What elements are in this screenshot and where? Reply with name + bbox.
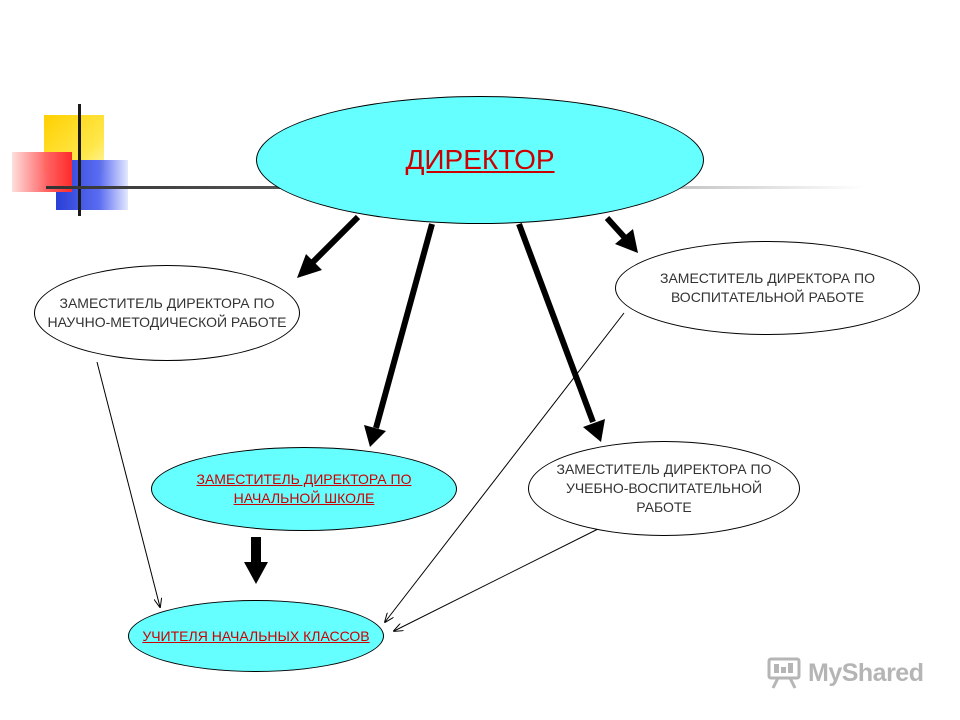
thick-arrowhead-primary bbox=[364, 425, 386, 447]
block-arrow-shaft bbox=[251, 537, 261, 562]
thick-arrow-to-upbringing bbox=[604, 215, 629, 242]
node-deputy-primary[interactable]: ЗАМЕСТИТЕЛЬ ДИРЕКТОРА ПО НАЧАЛЬНОЙ ШКОЛЕ bbox=[151, 447, 457, 531]
decor-vertical-line bbox=[78, 104, 81, 216]
thick-arrow-to-primary bbox=[373, 223, 435, 429]
thick-arrowhead-upbringing bbox=[615, 229, 638, 253]
teachers-label[interactable]: УЧИТЕЛЯ НАЧАЛЬНЫХ КЛАССОВ bbox=[142, 627, 370, 644]
watermark-brand: MyShared bbox=[808, 658, 924, 687]
thick-arrowhead-educational bbox=[583, 419, 605, 442]
block-arrow-head bbox=[244, 562, 268, 584]
presentation-board-icon bbox=[767, 657, 801, 689]
node-deputy-upbringing: ЗАМЕСТИТЕЛЬ ДИРЕКТОРА ПО ВОСПИТАТЕЛЬНОЙ … bbox=[615, 241, 920, 335]
deputy-upbringing-label: ЗАМЕСТИТЕЛЬ ДИРЕКТОРА ПО ВОСПИТАТЕЛЬНОЙ … bbox=[660, 270, 875, 305]
director-label[interactable]: ДИРЕКТОР bbox=[405, 144, 555, 175]
node-teachers[interactable]: УЧИТЕЛЯ НАЧАЛЬНЫХ КЛАССОВ bbox=[128, 600, 384, 672]
node-deputy-educational: ЗАМЕСТИТЕЛЬ ДИРЕКТОРА ПО УЧЕБНО-ВОСПИТАТ… bbox=[528, 441, 800, 536]
deputy-science-label: ЗАМЕСТИТЕЛЬ ДИРЕКТОРА ПО НАУЧНО-МЕТОДИЧЕ… bbox=[47, 295, 287, 330]
decor-red-square bbox=[12, 152, 72, 192]
node-deputy-science: ЗАМЕСТИТЕЛЬ ДИРЕКТОРА ПО НАУЧНО-МЕТОДИЧЕ… bbox=[34, 265, 300, 361]
node-director[interactable]: ДИРЕКТОР bbox=[256, 96, 704, 224]
thick-arrowhead-science bbox=[297, 254, 322, 278]
thin-arrow-educational-to-teachers bbox=[394, 527, 601, 631]
thin-arrow-upbringing-to-teachers bbox=[385, 312, 625, 622]
watermark: MyShared bbox=[766, 656, 924, 690]
thick-arrow-to-educational bbox=[516, 222, 596, 424]
deputy-educational-label: ЗАМЕСТИТЕЛЬ ДИРЕКТОРА ПО УЧЕБНО-ВОСПИТАТ… bbox=[556, 461, 772, 515]
deputy-primary-label[interactable]: ЗАМЕСТИТЕЛЬ ДИРЕКТОРА ПО НАЧАЛЬНОЙ ШКОЛЕ bbox=[196, 471, 412, 506]
thick-arrow-to-science bbox=[310, 214, 361, 265]
thin-arrow-science-to-teachers bbox=[96, 361, 160, 607]
